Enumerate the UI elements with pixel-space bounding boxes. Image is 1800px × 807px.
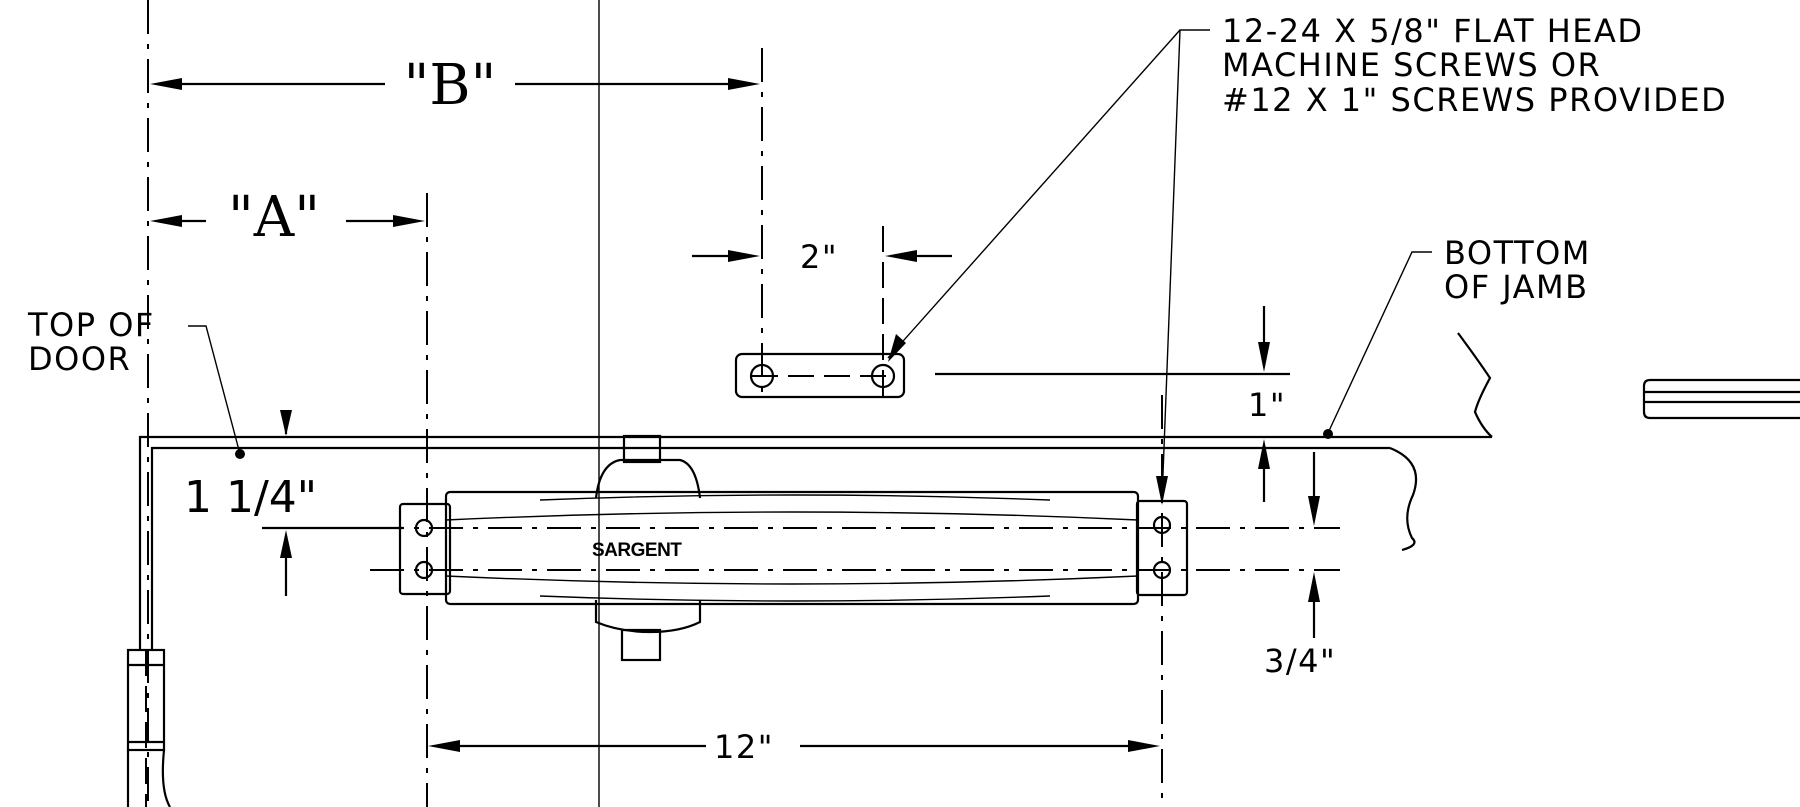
bracket-offset-label: 1" [1248, 386, 1286, 424]
door-offset-label: 1 1/4" [184, 472, 317, 523]
bracket-dim-arrow-left [728, 250, 760, 262]
bottom-of-jamb-line-2: OF JAMB [1444, 268, 1589, 306]
left-mounting-ear [398, 502, 452, 596]
top-spindle [622, 434, 662, 464]
right-ear-hole-lower [1152, 560, 1172, 580]
door-break-line [1389, 446, 1418, 552]
offset-1-arrow-upper [1258, 342, 1270, 372]
top-spindle-cap [594, 458, 702, 499]
screws-leader-closer [1161, 29, 1181, 501]
dimension-b-arrow-right [728, 78, 760, 90]
bottom-spindle-cap [594, 600, 702, 634]
dimension-b-label-bg [385, 48, 515, 112]
left-ear-hole-lower [414, 560, 434, 580]
hole-spacing-arrow-upper [1308, 496, 1320, 526]
door-offset-arrow-lower [280, 530, 292, 558]
dimension-b-arrow-left [150, 78, 182, 90]
body-length-arrow-left [428, 740, 460, 752]
bracket-dim-arrow-right [885, 250, 917, 262]
screws-note-line-2: MACHINE SCREWS OR [1222, 46, 1601, 84]
closer-body-highlight-top [539, 494, 1051, 501]
screws-note-line-3: #12 X 1" SCREWS PROVIDED [1222, 81, 1727, 119]
closer-body-contour-top [445, 511, 1139, 521]
hinge-tail [126, 749, 171, 807]
dimension-a-label: "A" [228, 185, 320, 250]
offset-1-arrow-lower [1258, 439, 1270, 469]
door-top-edge-outer [138, 435, 1492, 650]
dimension-a-label-bg [206, 180, 346, 242]
body-length-arrow-right [1128, 740, 1160, 752]
brand-label: SARGENT [592, 540, 682, 561]
top-of-door-line-2: DOOR [28, 340, 131, 378]
bottom-spindle [620, 628, 662, 662]
bracket-spacing-label: 2" [800, 238, 838, 276]
top-of-door-leader-dot [235, 449, 245, 459]
right-ear-hole-upper [1152, 515, 1172, 535]
closer-body-highlight-bottom [539, 595, 1051, 602]
door-top-edge-inner [150, 446, 1390, 650]
screws-leader-bracket [887, 29, 1210, 359]
arm-detail [1642, 378, 1800, 420]
dimension-b-label: "B" [404, 53, 497, 118]
door-offset-arrow-upper [280, 410, 292, 436]
bottom-of-jamb-line-1: BOTTOM [1444, 234, 1591, 272]
body-length-label: 12" [714, 728, 774, 766]
closer-body [444, 490, 1140, 606]
bracket-plate [734, 352, 906, 399]
bottom-of-jamb-leader [1327, 251, 1432, 434]
screws-leader-closer-arrow [1156, 476, 1168, 505]
dimension-a-arrow-right [393, 215, 425, 227]
closer-body-contour-bottom [445, 575, 1139, 585]
dimension-a-arrow-left [150, 215, 182, 227]
arm-outline [1642, 378, 1800, 420]
screws-note-line-1: 12-24 X 5/8" FLAT HEAD [1222, 12, 1644, 50]
top-of-door-line-1: TOP OF [27, 306, 155, 344]
door-closer: SARGENT [370, 434, 1340, 662]
hole-spacing-arrow-lower [1308, 572, 1320, 602]
hole-spacing-label: 3/4" [1264, 642, 1336, 680]
jamb-break-line [1457, 332, 1493, 438]
top-of-door-leader [188, 325, 241, 455]
left-ear-hole-upper [414, 518, 434, 538]
